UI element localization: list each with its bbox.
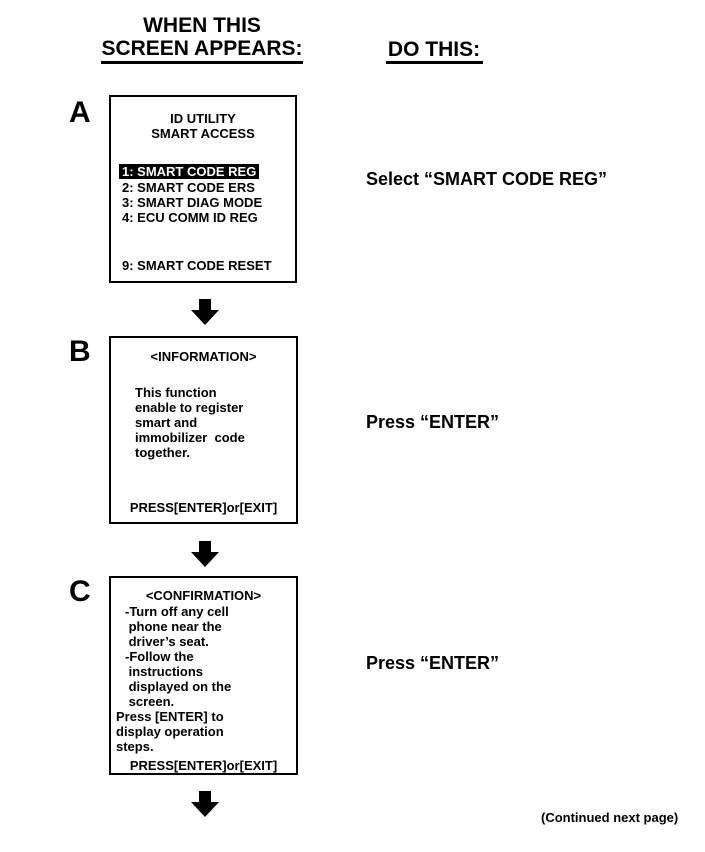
menu-item-ecu-comm-id-reg: 4: ECU COMM ID REG bbox=[122, 210, 258, 225]
screen-b-title: <INFORMATION> bbox=[150, 349, 257, 364]
action-b-press-enter: Press “ENTER” bbox=[366, 412, 500, 432]
menu-item-smart-code-reset: 9: SMART CODE RESET bbox=[122, 258, 272, 273]
menu-item-smart-diag-mode: 3: SMART DIAG MODE bbox=[122, 195, 263, 210]
header-do-this: DO THIS: bbox=[387, 38, 481, 61]
screen-c-body-line2: phone near the bbox=[125, 619, 222, 634]
header-left-line2: SCREEN APPEARS: bbox=[101, 37, 303, 60]
screen-c-body-line10: steps. bbox=[116, 739, 154, 754]
down-arrow-icon bbox=[191, 791, 219, 817]
header-when-this-screen-appears: WHEN THIS SCREEN APPEARS: bbox=[98, 14, 306, 60]
step-letter-b: B bbox=[69, 335, 91, 368]
step-letter-c: C bbox=[69, 575, 91, 608]
step-letter-a: A bbox=[69, 96, 91, 129]
screen-b-body-line3: smart and bbox=[135, 415, 198, 430]
continued-next-page-note: (Continued next page) bbox=[541, 810, 679, 825]
screen-c-body-line3: driver’s seat. bbox=[125, 634, 209, 649]
header-left-underline bbox=[101, 61, 303, 64]
screen-b-footer-press-enter-or-exit: PRESS[ENTER]or[EXIT] bbox=[129, 500, 278, 515]
screen-b-body-line1: This function bbox=[135, 385, 217, 400]
screen-c-body-line9: display operation bbox=[116, 724, 224, 739]
screen-c-body-line4: -Follow the bbox=[125, 649, 194, 664]
screen-c-body-line8: Press [ENTER] to bbox=[116, 709, 224, 724]
header-right-underline bbox=[386, 61, 483, 64]
screen-c-body-line7: screen. bbox=[125, 694, 175, 709]
screen-c-body-line6: displayed on the bbox=[125, 679, 232, 694]
screen-c-confirmation: <CONFIRMATION> -Turn off any cell phone … bbox=[109, 576, 298, 775]
screen-a-title-line2: SMART ACCESS bbox=[151, 126, 255, 141]
screen-b-information: <INFORMATION> This function enable to re… bbox=[109, 336, 298, 524]
action-a-select-smart-code-reg: Select “SMART CODE REG” bbox=[366, 169, 608, 189]
screen-b-body-line4: immobilizer code bbox=[135, 430, 245, 445]
menu-item-smart-code-reg: 1: SMART CODE REG bbox=[119, 164, 260, 179]
header-left-line1: WHEN THIS bbox=[143, 14, 261, 37]
action-c-press-enter: Press “ENTER” bbox=[366, 653, 500, 673]
screen-c-body-line1: -Turn off any cell bbox=[125, 604, 229, 619]
screen-a-title-line1: ID UTILITY bbox=[170, 111, 236, 126]
down-arrow-icon bbox=[191, 299, 219, 325]
screen-c-body-line5: instructions bbox=[125, 664, 204, 679]
screen-b-body-line5: together. bbox=[135, 445, 190, 460]
screen-c-title: <CONFIRMATION> bbox=[145, 588, 262, 603]
screen-b-body-line2: enable to register bbox=[135, 400, 244, 415]
down-arrow-icon bbox=[191, 541, 219, 567]
screen-a-smart-access-menu: ID UTILITY SMART ACCESS 1: SMART CODE RE… bbox=[109, 95, 297, 283]
screen-c-footer-press-enter-or-exit: PRESS[ENTER]or[EXIT] bbox=[129, 758, 278, 773]
menu-item-smart-code-ers: 2: SMART CODE ERS bbox=[122, 180, 255, 195]
